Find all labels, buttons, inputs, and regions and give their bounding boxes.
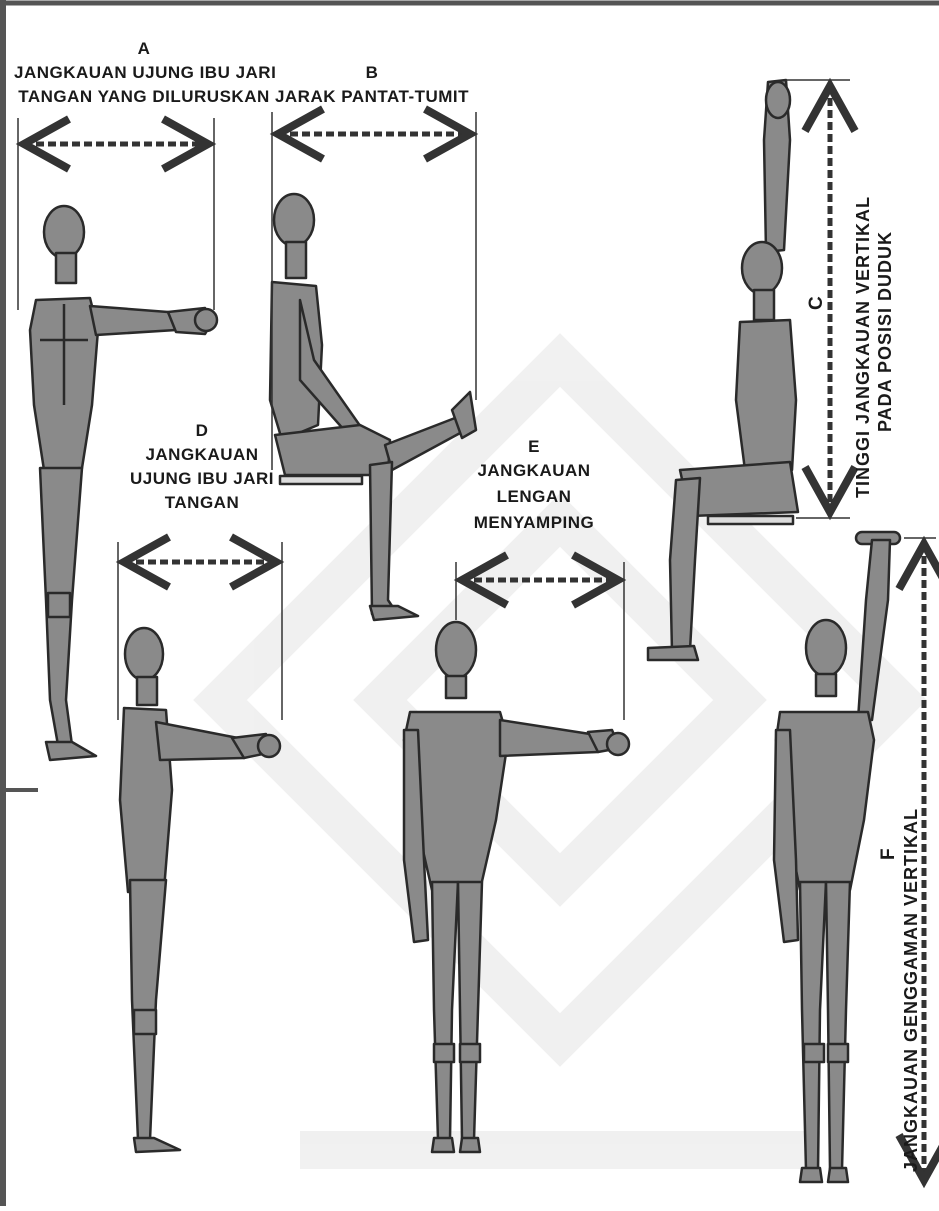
label-d-line3: TANGAN xyxy=(132,492,272,513)
figure-e-front-arm-sideways xyxy=(404,622,629,1152)
label-e-line3: MENYAMPING xyxy=(454,512,614,533)
dimension-a xyxy=(18,118,214,310)
label-b-letter: B xyxy=(352,62,392,83)
label-d-letter: D xyxy=(182,420,222,441)
label-e-line2: LENGAN xyxy=(464,486,604,507)
label-d-line2: UJUNG IBU JARI xyxy=(112,468,292,489)
figure-b-seated-leg-extended xyxy=(270,194,476,620)
label-a-line2: TANGAN YANG DILURUSKAN xyxy=(14,86,274,107)
label-a-line1: JANGKAUAN UJUNG IBU JARI xyxy=(14,62,274,83)
label-a-letter: A xyxy=(124,38,164,59)
label-f-line1: JANGKAUAN GENGGAMAN VERTIKAL xyxy=(900,808,922,1172)
label-e-letter: E xyxy=(514,436,554,457)
label-e-line1: JANGKAUAN xyxy=(464,460,604,481)
label-c-letter: C xyxy=(806,295,828,310)
label-c-line2: PADA POSISI DUDUK xyxy=(874,231,896,432)
label-b-line1: JARAK PANTAT-TUMIT xyxy=(262,86,482,107)
label-f-letter: F xyxy=(878,847,900,860)
label-d-line1: JANGKAUAN xyxy=(132,444,272,465)
label-c-line1: TINGGI JANGKAUAN VERTIKAL xyxy=(852,196,874,498)
